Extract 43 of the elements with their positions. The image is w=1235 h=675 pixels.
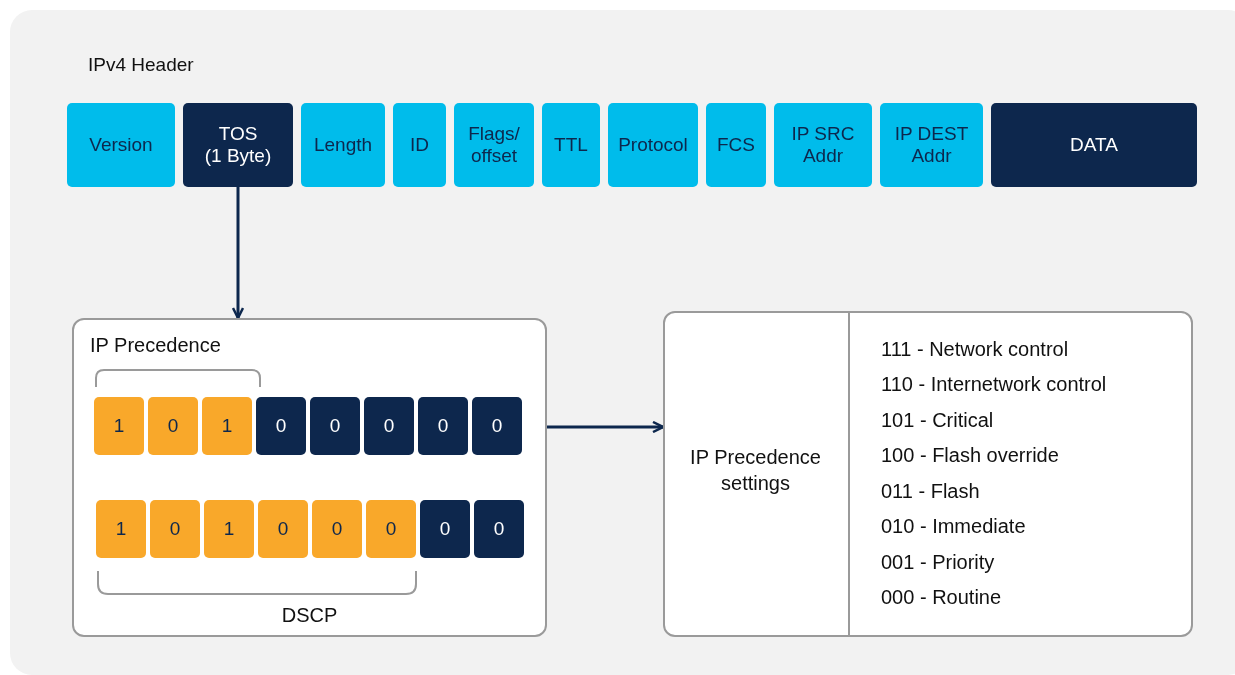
precedence-value: 010 - Immediate — [881, 514, 1027, 539]
precedence-value: 110 - Internetwork control — [881, 372, 1108, 397]
bit-cell: 0 — [420, 500, 470, 558]
bits-panel — [72, 318, 547, 637]
settings-panel — [663, 311, 1193, 637]
diagram-heading: IPv4 Header — [88, 54, 194, 76]
header-field: TTL — [542, 103, 600, 187]
header-field: Protocol — [608, 103, 698, 187]
bit-cell: 0 — [364, 397, 414, 455]
bit-cell: 0 — [472, 397, 522, 455]
bit-cell: 0 — [366, 500, 416, 558]
bit-cell: 1 — [94, 397, 144, 455]
bit-cell: 0 — [312, 500, 362, 558]
precedence-value: 100 - Flash override — [881, 443, 1060, 468]
precedence-value: 011 - Flash — [881, 478, 981, 503]
bit-cell: 1 — [202, 397, 252, 455]
header-field: IP DEST Addr — [880, 103, 983, 187]
settings-title: IP Precedence settings — [673, 400, 838, 540]
header-field: Flags/ offset — [454, 103, 534, 187]
header-field: TOS (1 Byte) — [183, 103, 293, 187]
bit-cell: 0 — [258, 500, 308, 558]
header-field: FCS — [706, 103, 766, 187]
panel-caption: DSCP — [280, 604, 339, 627]
bit-cell: 0 — [150, 500, 200, 558]
bit-cell: 0 — [148, 397, 198, 455]
header-field: Length — [301, 103, 385, 187]
bit-cell: 0 — [418, 397, 468, 455]
bit-cell: 0 — [256, 397, 306, 455]
arrow — [547, 420, 665, 434]
arrow — [231, 187, 245, 320]
bit-cell: 1 — [96, 500, 146, 558]
header-field: ID — [393, 103, 446, 187]
panel-heading: IP Precedence — [90, 334, 221, 357]
precedence-value: 101 - Critical — [881, 407, 995, 432]
bit-cell: 1 — [204, 500, 254, 558]
precedence-value: 001 - Priority — [881, 549, 996, 574]
precedence-value: 111 - Network control — [881, 337, 1070, 361]
header-field: DATA — [991, 103, 1197, 187]
precedence-value: 000 - Routine — [881, 584, 1003, 609]
bit-cell: 0 — [474, 500, 524, 558]
header-field: Version — [67, 103, 175, 187]
bit-cell: 0 — [310, 397, 360, 455]
header-field: IP SRC Addr — [774, 103, 872, 187]
